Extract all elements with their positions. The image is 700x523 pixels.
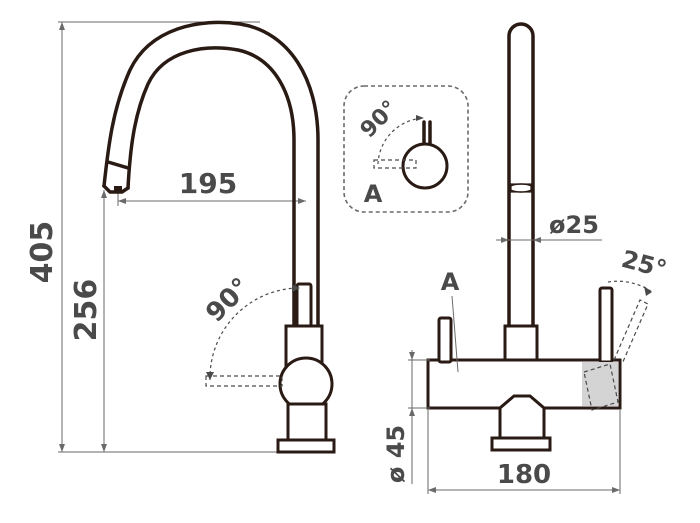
view-marker-a: A: [441, 268, 460, 296]
overall-height-label: 405: [25, 221, 60, 284]
spray-head: [102, 184, 130, 194]
body-knob: [278, 356, 334, 412]
spout-outer-curve: [102, 20, 320, 332]
spout-height-label: 256: [69, 279, 104, 342]
base-diameter-label: ø 45: [382, 425, 410, 483]
detail-view-a: [343, 85, 469, 213]
spout-diameter-dimension: [496, 237, 602, 243]
spout-height-dimension: [101, 190, 107, 452]
spout-diameter-label: ø25: [549, 211, 599, 239]
spout-inner-curve: [126, 46, 296, 332]
base-plate: [276, 438, 336, 454]
front-right-lever: [598, 286, 614, 364]
detail-knob: [401, 142, 449, 190]
base-width-label: 180: [497, 460, 551, 490]
detail-frame: [343, 85, 469, 213]
front-spout-column: [507, 22, 535, 332]
lever-rotated-ghost: [205, 375, 283, 387]
base-width-dimension: [427, 410, 621, 494]
detail-a-label: A: [364, 180, 383, 208]
lever-rotation-label: 90°: [200, 272, 256, 328]
spout-reach-dimension: [117, 190, 306, 206]
swivel-ghost: [582, 299, 649, 411]
swivel-angle-label: 25°: [619, 245, 670, 284]
body-stem: [286, 402, 328, 444]
base-diameter-dimension: [408, 350, 430, 484]
front-y-foot: [498, 394, 546, 442]
spout-reach-label: 195: [179, 167, 237, 200]
lever-rotation-arc: [209, 287, 301, 381]
front-base-plate: [490, 436, 552, 452]
detail-rotation-label: 90°: [356, 96, 403, 143]
side-view-faucet: [102, 20, 336, 454]
overall-height-dimension: [58, 21, 280, 453]
front-neck: [503, 324, 539, 364]
front-left-lever: [437, 316, 453, 364]
front-view-faucet: [426, 22, 653, 452]
